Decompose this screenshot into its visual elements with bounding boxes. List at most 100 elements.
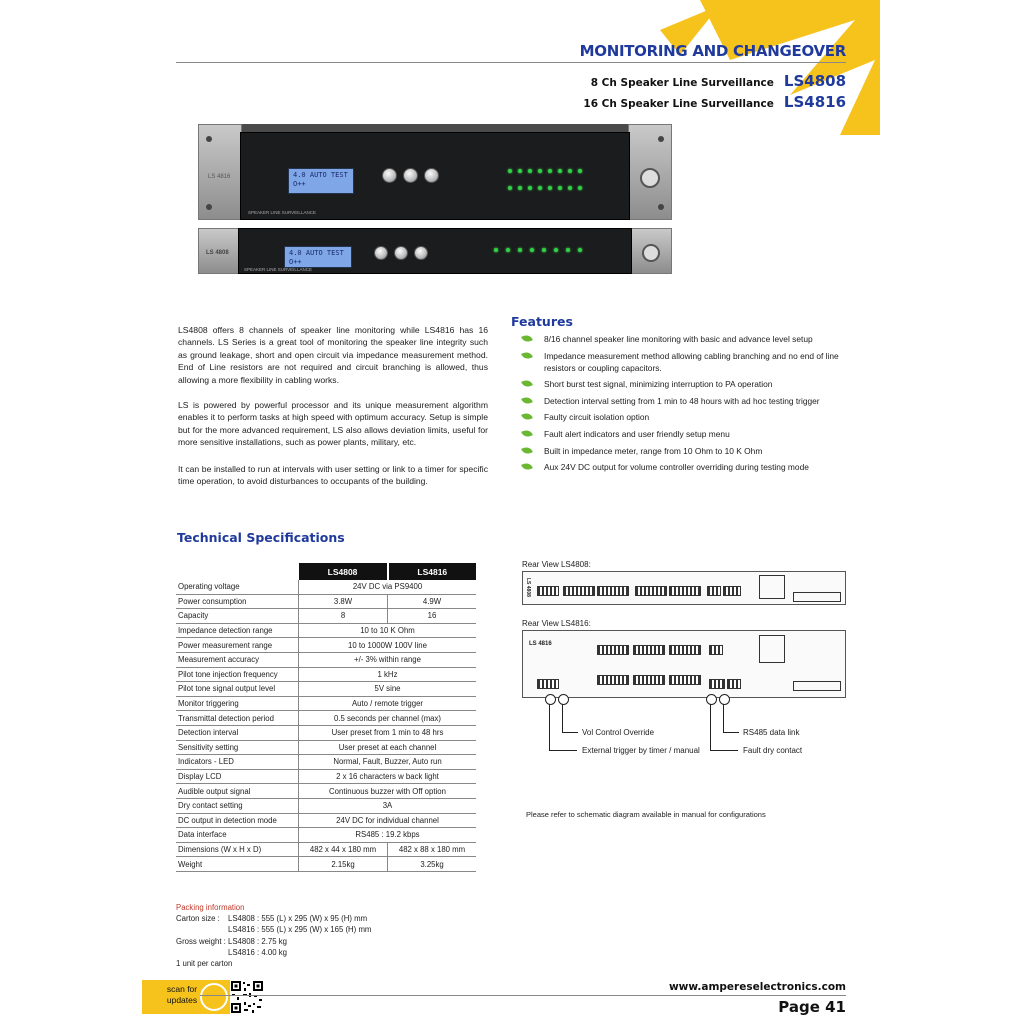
page-number: Page 41	[778, 998, 846, 1016]
esc-button	[414, 246, 428, 260]
intro-paragraph-1: LS4808 offers 8 channels of speaker line…	[178, 325, 488, 385]
spec-label: Power consumption	[176, 594, 299, 610]
spec-value: RS485 : 19.2 kbps	[298, 827, 476, 843]
vol-marker	[558, 694, 569, 705]
spec-value: 10 to 10 K Ohm	[298, 623, 476, 639]
rear-panel-ls4816: LS 4816	[522, 630, 846, 698]
lcd-display: 4.0 AUTO TEST O++	[284, 246, 352, 268]
unit-per-carton: 1 unit per carton	[176, 959, 233, 969]
spec-label: Measurement accuracy	[176, 652, 299, 668]
spec-label: Dry contact setting	[176, 798, 299, 814]
features-title: Features	[511, 314, 573, 329]
list-item: Short burst test signal, minimizing inte…	[521, 378, 842, 390]
intro-paragraph-3: It can be installed to run at intervals …	[178, 464, 488, 487]
esc-button	[424, 168, 439, 183]
qr-code-icon[interactable]	[230, 980, 264, 1014]
spec-label: Impedance detection range	[176, 623, 299, 639]
list-item: Faulty circuit isolation option	[521, 411, 842, 423]
model-desc: 8 Ch Speaker Line Surveillance	[590, 77, 774, 89]
spec-label: Dimensions (W x H x D)	[176, 842, 299, 858]
spec-label: Transmittal detection period	[176, 710, 299, 726]
model-code: LS4808	[783, 72, 846, 90]
spec-label: Operating voltage	[176, 580, 299, 595]
leaf-bullet-icon	[521, 411, 533, 422]
enter-button	[403, 168, 418, 183]
list-item: Fault alert indicators and user friendly…	[521, 428, 842, 440]
spec-value: 1 kHz	[298, 667, 476, 683]
rs485-marker	[719, 694, 730, 705]
spec-value: 24V DC for individual channel	[298, 813, 476, 829]
carton-size-ls4816: LS4816 : 555 (L) x 295 (W) x 165 (H) mm	[228, 925, 372, 935]
spec-value: Continuous buzzer with Off option	[298, 783, 476, 799]
spec-value: Normal, Fault, Buzzer, Auto run	[298, 754, 476, 770]
list-item: Impedance measurement method allowing ca…	[521, 350, 842, 374]
list-item: Built in impedance meter, range from 10 …	[521, 445, 842, 457]
packing-info: Packing information Carton size :LS4808 …	[176, 902, 371, 969]
rear-panel-ls4808: LS 4808	[522, 571, 846, 605]
schematic-note: Please refer to schematic diagram availa…	[526, 810, 766, 819]
annotation-external-trigger: External trigger by timer / manual	[582, 746, 700, 755]
section-title: MONITORING AND CHANGEOVER	[579, 42, 847, 60]
carton-size-ls4808: LS4808 : 555 (L) x 295 (W) x 95 (H) mm	[228, 914, 368, 924]
carton-size-label: Carton size :	[176, 914, 220, 924]
spec-value: 24V DC via PS9400	[298, 580, 476, 595]
brand-logo-icon	[640, 168, 660, 188]
spec-label: Display LCD	[176, 769, 299, 785]
website-url[interactable]: www.ampereselectronics.com	[668, 981, 846, 993]
model-desc: 16 Ch Speaker Line Surveillance	[583, 98, 774, 110]
list-item: 8/16 channel speaker line monitoring wit…	[521, 333, 842, 345]
front-strip-label: SPEAKER LINE SURVEILLANCE	[248, 210, 316, 215]
leaf-bullet-icon	[521, 350, 533, 361]
spec-value: User preset from 1 min to 48 hrs	[298, 725, 476, 741]
rear-label-ls4808: Rear View LS4808:	[522, 560, 591, 569]
model-code: LS4816	[783, 93, 846, 111]
spec-label: Indicators - LED	[176, 754, 299, 770]
lcd-line-1: 4.0 AUTO TEST	[293, 171, 348, 179]
scan-text: scan for updates	[166, 984, 198, 1005]
spec-value-ls4816: 3.25kg	[387, 856, 476, 872]
model-line-ls4816: 16 Ch Speaker Line Surveillance LS4816	[583, 93, 846, 111]
lcd-line-2: O++	[289, 258, 302, 266]
spec-label: Power measurement range	[176, 637, 299, 653]
spec-value: 0.5 seconds per channel (max)	[298, 710, 476, 726]
spec-label: Pilot tone injection frequency	[176, 667, 299, 683]
specs-title: Technical Specifications	[177, 530, 345, 545]
spec-value: 3A	[298, 798, 476, 814]
spec-value-ls4816: 16	[387, 608, 476, 624]
header-rule	[176, 62, 846, 63]
leaf-bullet-icon	[521, 428, 533, 439]
spec-value-ls4816: 4.9W	[387, 594, 476, 610]
menu-button	[382, 168, 397, 183]
spec-label: DC output in detection mode	[176, 813, 299, 829]
spec-value: Auto / remote trigger	[298, 696, 476, 712]
table-row: Measurement accuracy+/- 3% within range	[176, 652, 476, 668]
device-photo-ls4808: LS 4808 4.0 AUTO TEST O++ SPEAKER LINE S…	[198, 228, 672, 274]
enter-button	[394, 246, 408, 260]
brand-logo-icon	[642, 244, 660, 262]
trigger-marker	[545, 694, 556, 705]
scan-for-updates-badge: scan for updates	[142, 980, 230, 1014]
lcd-line-1: 4.0 AUTO TEST	[289, 249, 344, 257]
spec-label: Capacity	[176, 608, 299, 624]
blank-header	[176, 563, 299, 580]
spec-value-ls4816: 482 x 88 x 180 mm	[387, 842, 476, 858]
menu-button	[374, 246, 388, 260]
device-badge: LS 4808	[206, 250, 229, 256]
spec-value-ls4808: 482 x 44 x 180 mm	[298, 842, 389, 858]
spec-label: Audible output signal	[176, 783, 299, 799]
spec-value-ls4808: 8	[298, 608, 389, 624]
annotation-rs485: RS485 data link	[743, 728, 800, 737]
